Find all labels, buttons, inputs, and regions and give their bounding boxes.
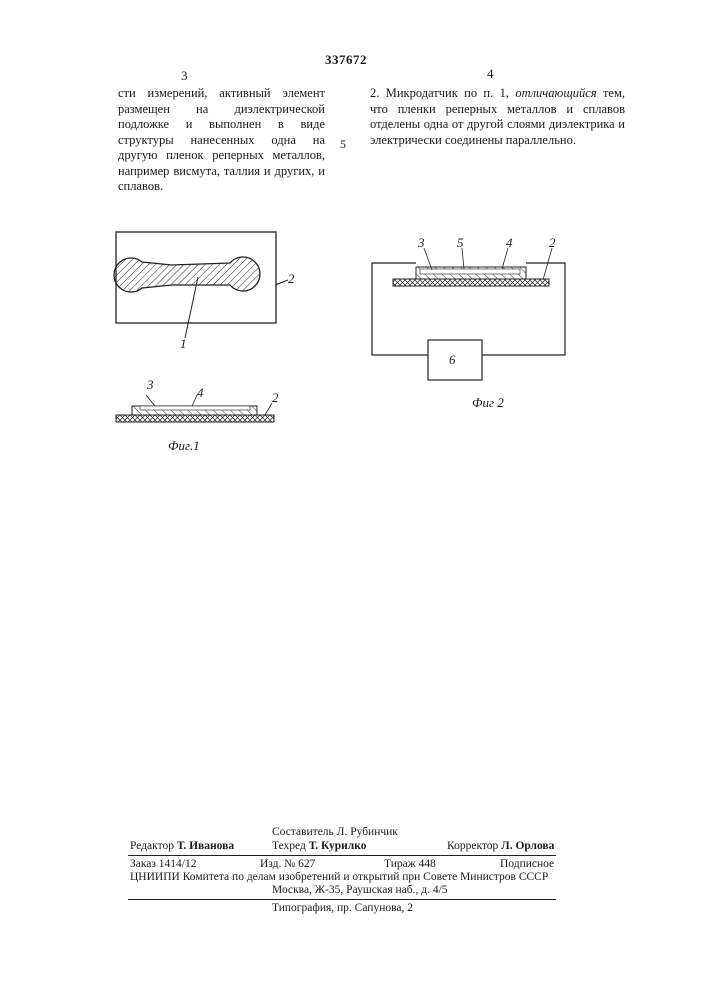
claim-start: 2. Микродатчик по п. 1,: [370, 86, 509, 100]
left-column-number: 3: [181, 68, 188, 84]
substrate-layer-2: [116, 415, 274, 422]
left-column-text: сти измерений, активный элемент размещен…: [118, 86, 325, 195]
active-element-shape: [114, 257, 260, 292]
fig2-label-6: 6: [449, 352, 456, 368]
fig2-label-4: 4: [506, 235, 513, 251]
fig1-label-2: 2: [288, 271, 295, 287]
figure-1-plan-view: 1 2: [110, 225, 300, 350]
footer-printing: Типография, пр. Сапунова, 2: [272, 902, 413, 915]
editor-name: Т. Иванова: [177, 840, 234, 852]
layer-4-film: [140, 406, 250, 410]
footer-divider: [128, 855, 556, 856]
footer-compiler: Составитель Л. Рубинчик: [272, 826, 398, 839]
footer-subscription: Подписное: [500, 858, 554, 871]
footer-organization: ЦНИИПИ Комитета по делам изобретений и о…: [130, 871, 558, 884]
leader-line-2: [275, 280, 288, 285]
footer-order: Заказ 1414/12: [130, 858, 197, 871]
figure-2-svg: [360, 235, 590, 385]
fig2-caption: Фиг 2: [472, 395, 504, 411]
leader-5-fig2: [462, 248, 464, 269]
fig1-label-4: 4: [197, 385, 204, 401]
figure-1-cross-section: 3 4 2 Фиг.1: [110, 375, 285, 440]
editor-label: Редактор: [130, 840, 174, 852]
fig1-caption: Фиг.1: [168, 438, 200, 454]
fig1-label-1: 1: [180, 336, 187, 352]
footer-address: Москва, Ж-35, Раушская наб., д. 4/5: [272, 884, 448, 897]
fig1-label-3: 3: [147, 377, 154, 393]
figure-2: 3 5 4 2 6 Фиг 2: [360, 235, 590, 385]
fig1-label-2b: 2: [272, 390, 279, 406]
right-column-claim: 2. Микродатчик по п. 1, отличающийся тем…: [370, 86, 625, 148]
footer-issue: Изд. № 627: [260, 858, 315, 871]
leader-3: [146, 395, 155, 406]
corrector-name: Л. Орлова: [501, 840, 554, 852]
techred-label: Техред: [272, 840, 306, 852]
footer-divider-2: [128, 899, 556, 900]
figure-1-plan-svg: [110, 225, 300, 350]
right-column-number: 4: [487, 66, 494, 82]
layer-5-dielectric: [420, 269, 520, 274]
footer-techred: Техред Т. Курилко: [272, 840, 367, 853]
leader-2-fig2: [543, 248, 552, 280]
footer-editor: Редактор Т. Иванова: [130, 840, 234, 853]
substrate-layer-2-fig2: [393, 279, 549, 286]
corrector-label: Корректор: [447, 840, 498, 852]
leader-4-fig2: [502, 248, 508, 269]
fig2-label-3: 3: [418, 235, 425, 251]
footer-circulation: Тираж 448: [384, 858, 436, 871]
line-number-marker: 5: [340, 137, 346, 152]
footer-corrector: Корректор Л. Орлова: [447, 840, 554, 853]
claim-emphasis: отличающийся: [515, 86, 596, 100]
fig2-label-2: 2: [549, 235, 556, 251]
techred-name: Т. Курилко: [309, 840, 367, 852]
leader-line-1: [185, 277, 198, 338]
fig2-label-5: 5: [457, 235, 464, 251]
patent-number: 337672: [325, 52, 367, 68]
leader-2: [265, 403, 272, 415]
